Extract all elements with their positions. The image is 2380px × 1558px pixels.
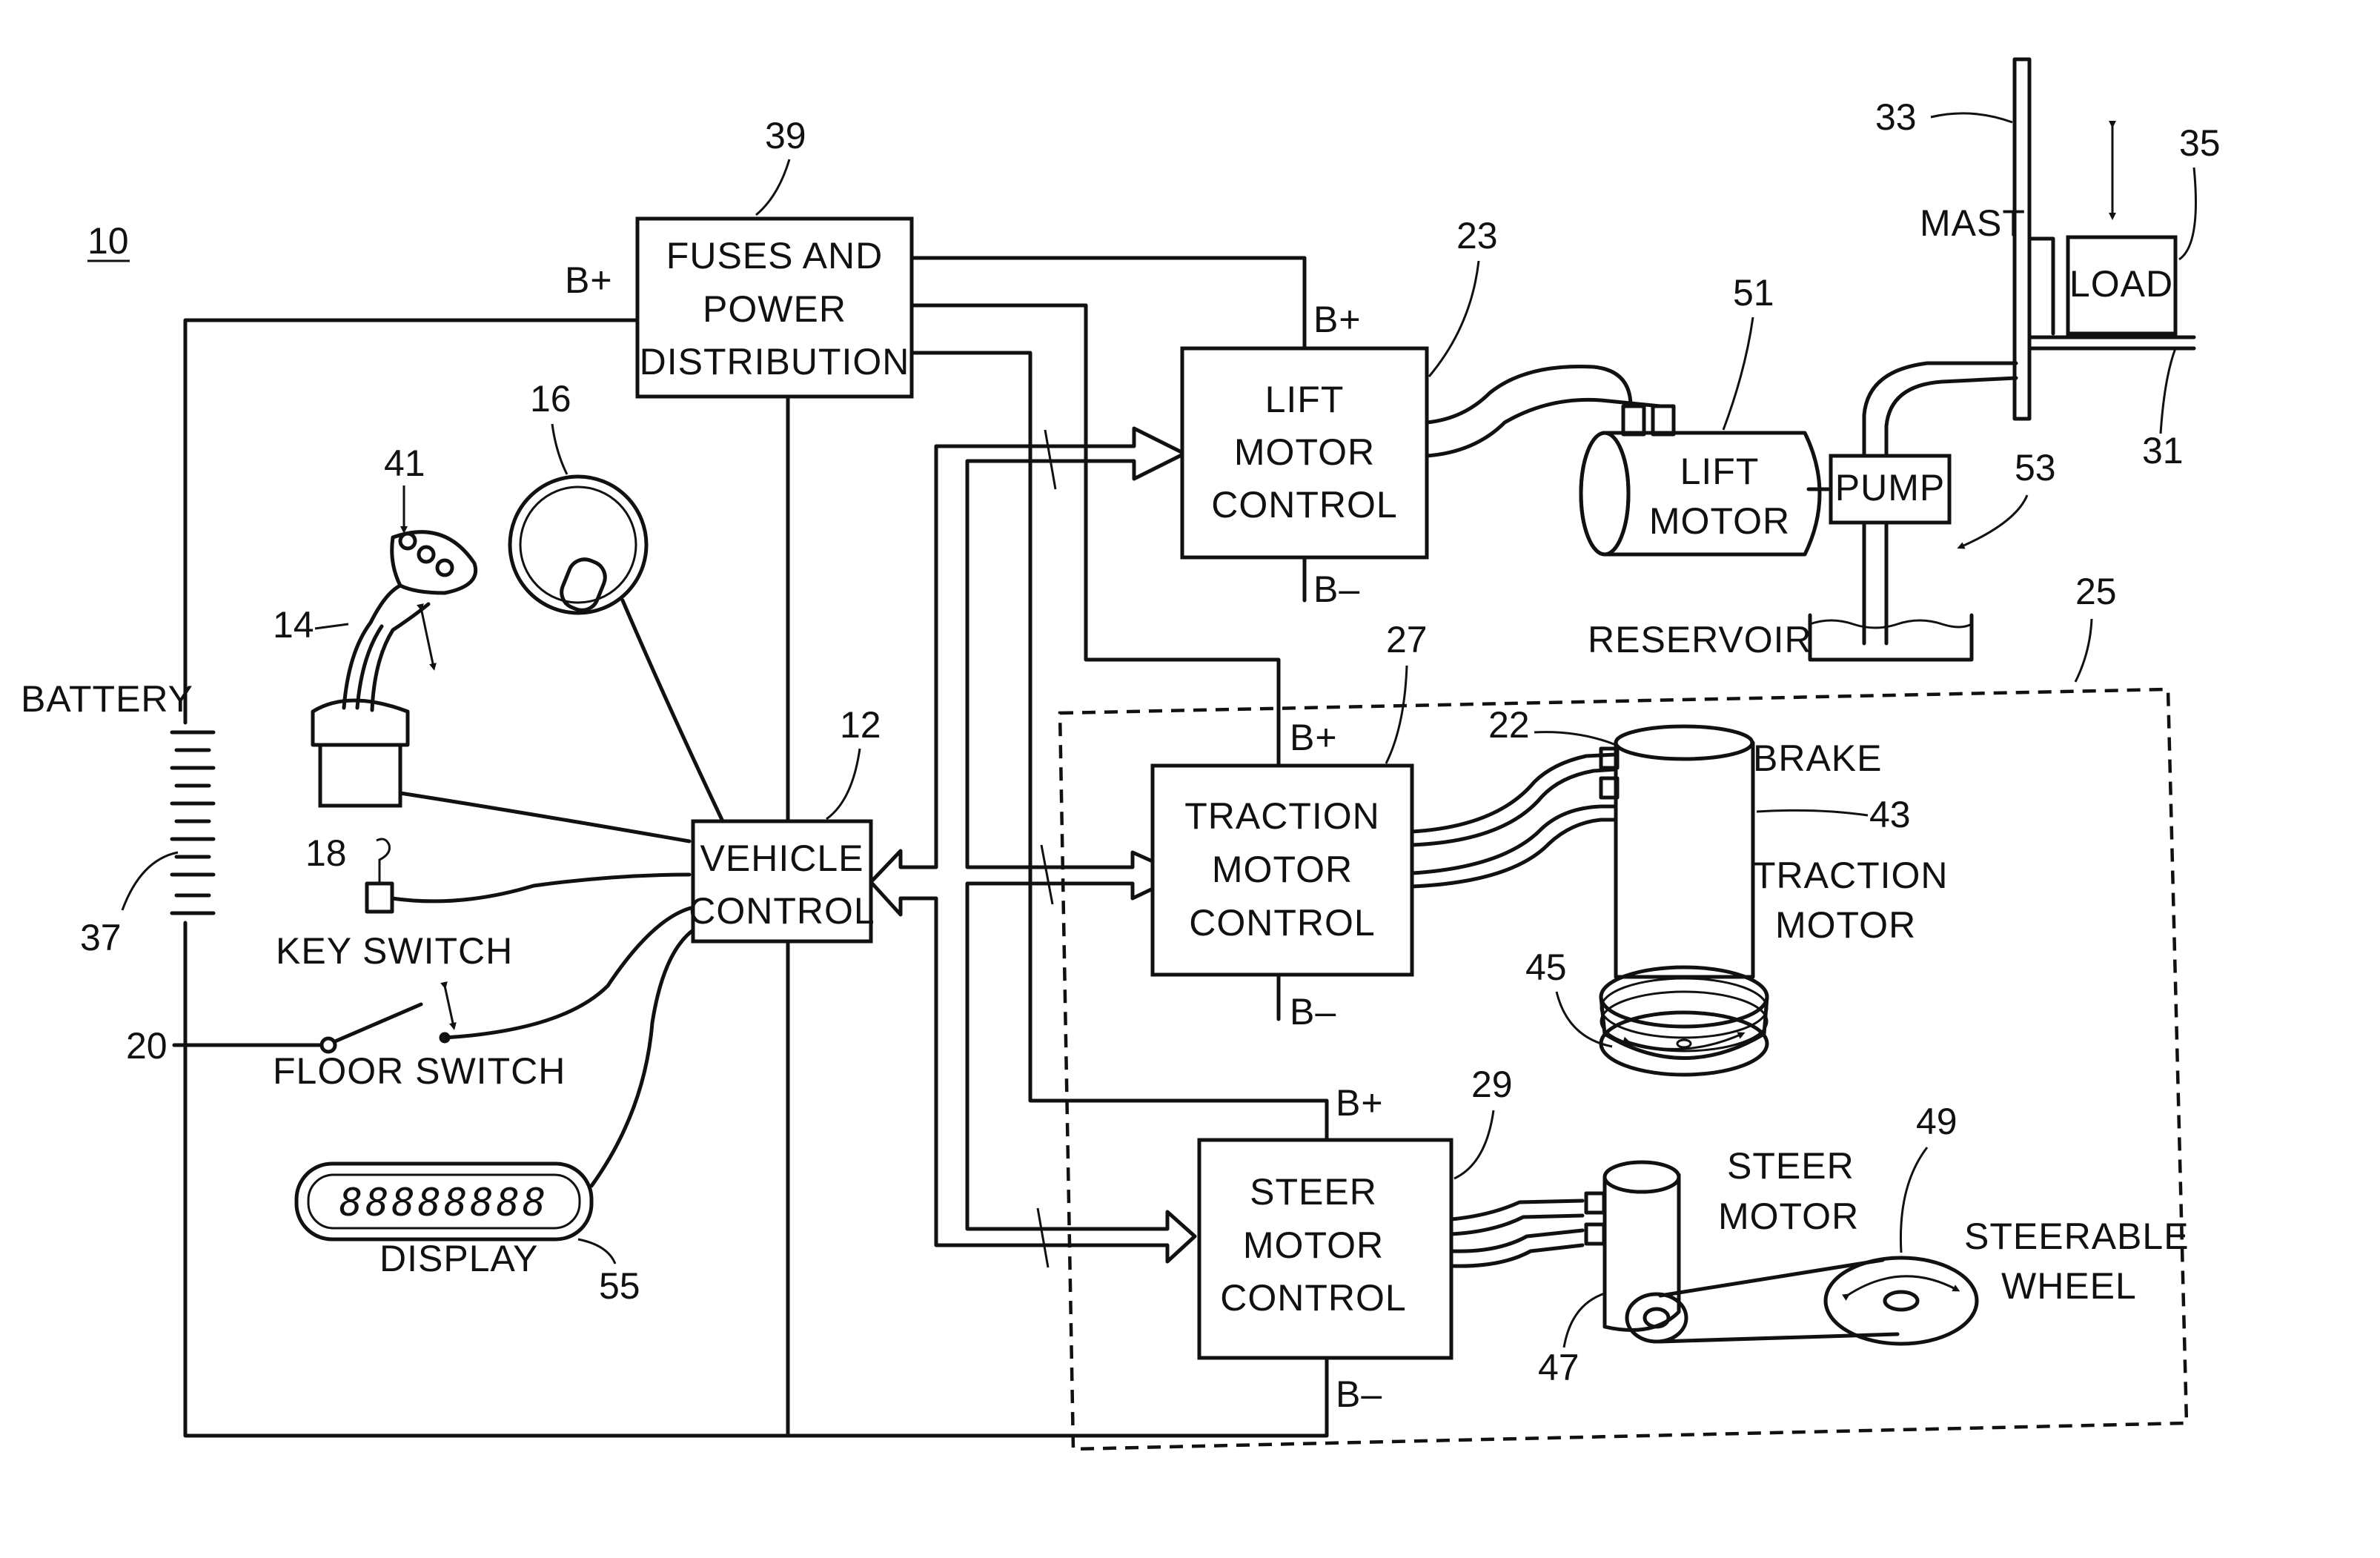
display-label: DISPLAY [379, 1238, 539, 1279]
steering-dial-icon [510, 477, 646, 615]
switch-icon [322, 986, 454, 1052]
drive-unit-ref: 25 [2075, 571, 2117, 612]
lift-control-line-1: LIFT [1265, 379, 1345, 420]
vehicle-control-ref: 12 [840, 704, 881, 746]
joystick-ref: 14 [273, 604, 314, 646]
traction-control-line-3: CONTROL [1189, 902, 1375, 944]
reservoir-label: RESERVOIR [1588, 619, 1812, 660]
communication-bus [871, 428, 1195, 1267]
traction-control-ref: 27 [1386, 619, 1428, 660]
load-ref: 35 [2179, 122, 2221, 164]
traction-motor-line-1: TRACTION [1753, 855, 1949, 896]
steerable-wheel-line-1: STEERABLE [1964, 1216, 2190, 1257]
traction-motor-icon [1601, 726, 1767, 1075]
battery-ref: 37 [80, 917, 122, 958]
steer-control-bplus: B+ [1336, 1082, 1384, 1124]
steerable-wheel-icon [1826, 1258, 1977, 1344]
display-ref: 55 [599, 1265, 640, 1307]
steer-motor-line-1: STEER [1727, 1145, 1854, 1187]
vehicle-control-line-2: CONTROL [689, 890, 875, 932]
pump-ref: 53 [2015, 447, 2056, 488]
joystick-buttons-ref: 41 [384, 442, 425, 484]
figure-number: 10 [87, 220, 129, 262]
load-label: LOAD [2069, 263, 2173, 305]
steer-control-line-2: MOTOR [1243, 1224, 1384, 1266]
fuses-line-2: POWER [703, 288, 846, 330]
fuses-bplus: B+ [565, 259, 613, 301]
lift-control-bminus: B– [1313, 568, 1360, 610]
lift-control-ref: 23 [1456, 215, 1498, 256]
fuses-line-3: DISTRIBUTION [640, 341, 910, 382]
vehicle-control-line-1: VEHICLE [700, 838, 864, 879]
steer-motor-icon [1586, 1162, 1686, 1342]
battery-label: BATTERY [21, 678, 193, 720]
mast-label: MAST [1920, 202, 2026, 244]
forks-ref: 31 [2142, 430, 2184, 471]
joystick-icon [313, 532, 476, 806]
floor-switch-label: FLOOR SWITCH [273, 1050, 566, 1092]
mast-ref: 33 [1875, 96, 1917, 138]
lift-control-line-2: MOTOR [1234, 431, 1375, 473]
steer-control-ref: 29 [1471, 1064, 1513, 1105]
brake-ref: 22 [1488, 704, 1530, 746]
key-switch-ref: 18 [305, 832, 347, 874]
steer-motor-line-2: MOTOR [1718, 1196, 1859, 1237]
display-digits: 88888888 [339, 1181, 548, 1225]
lift-control-line-3: CONTROL [1211, 484, 1397, 526]
lift-motor-line-2: MOTOR [1649, 500, 1790, 542]
fuses-ref: 39 [765, 115, 806, 156]
key-switch-label: KEY SWITCH [276, 930, 513, 972]
steerable-wheel-ref: 49 [1916, 1101, 1958, 1142]
brake-label: BRAKE [1753, 737, 1883, 779]
reservoir-icon [1810, 615, 1972, 660]
traction-motor-ref: 43 [1869, 794, 1911, 835]
steering-dial-ref: 16 [530, 378, 571, 420]
steer-control-line-3: CONTROL [1220, 1277, 1406, 1319]
lift-control-bplus: B+ [1313, 299, 1362, 340]
traction-wheel-ref: 45 [1525, 947, 1567, 988]
pump-label: PUMP [1835, 467, 1945, 508]
steer-control-line-1: STEER [1250, 1171, 1377, 1213]
traction-control-bminus: B– [1290, 991, 1336, 1032]
fuses-line-1: FUSES AND [666, 235, 883, 276]
traction-control-line-2: MOTOR [1212, 849, 1353, 890]
battery-symbol [172, 732, 213, 913]
steer-control-bminus: B– [1336, 1373, 1382, 1415]
lift-motor-ref: 51 [1733, 272, 1774, 314]
steerable-wheel-line-2: WHEEL [2001, 1265, 2137, 1307]
floor-switch-ref: 20 [126, 1025, 168, 1067]
traction-motor-line-2: MOTOR [1775, 904, 1916, 946]
lift-motor-line-1: LIFT [1680, 451, 1760, 492]
key-icon [367, 839, 392, 912]
steer-motor-ref: 47 [1538, 1347, 1580, 1388]
traction-control-line-1: TRACTION [1184, 795, 1380, 837]
display-icon: 88888888 [296, 1164, 591, 1239]
traction-control-bplus: B+ [1290, 717, 1338, 758]
